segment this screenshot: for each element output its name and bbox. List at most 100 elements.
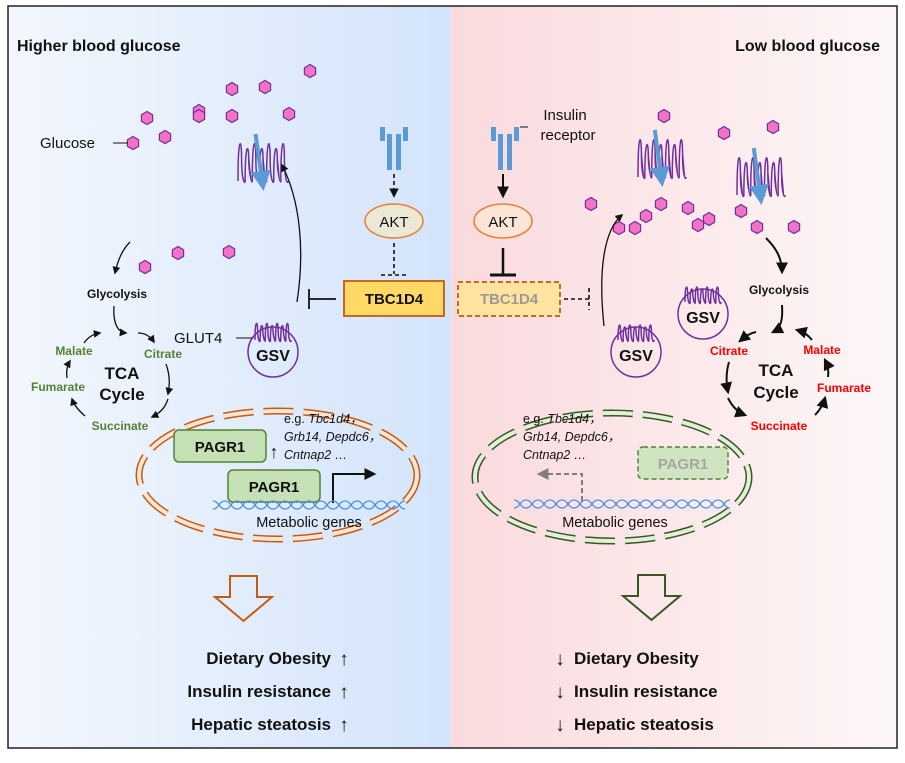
genes-line2-right: Grb14, Depdc6，: [523, 430, 620, 444]
glut4-label: GLUT4: [174, 330, 222, 347]
tca-arrow-fum-mal-left: [63, 359, 71, 379]
tbc1d4-label-right: TBC1D4: [480, 291, 539, 308]
outcome-right-1: Dietary Obesity: [574, 649, 699, 668]
outcome-left-2: Insulin resistance: [187, 682, 331, 701]
glucose-molecule-icon: [222, 244, 236, 260]
nucleus-membrane-right-inner: [473, 411, 751, 543]
tca-arrow-in-citrate-right: [738, 330, 757, 343]
glucose-molecule-icon: [225, 108, 239, 124]
akt-node-right: [473, 203, 533, 239]
gsv-translocation-arrow-right: [601, 213, 624, 327]
glucose-molecule-icon: [717, 125, 731, 141]
tca-arrow-citrate-succ-left: [165, 363, 174, 396]
tca-arrow-succ-fum-left: [70, 397, 86, 417]
up-arrow-icon: ↑: [339, 715, 349, 736]
tbc1d4-label-left: TBC1D4: [365, 291, 424, 308]
genes-line3-left: Cntnap2 …: [284, 448, 347, 462]
akt-node-left: [364, 203, 424, 239]
tca-arrow-cit-succ-right: [720, 361, 733, 395]
gsv-label-right-1: GSV: [619, 348, 653, 365]
dna-strand: [212, 500, 406, 510]
glucose-molecule-icon: [192, 108, 206, 124]
glut4-transporter-icon: [254, 322, 292, 343]
tca-label-line1-left: TCA: [105, 364, 140, 383]
insulin-receptor-label-line1: Insulin: [543, 107, 586, 124]
dna-label-left: Metabolic genes: [256, 515, 362, 531]
gsv-vesicle-right-1: [610, 326, 662, 378]
glycolysis-label-left: Glycolysis: [87, 287, 147, 301]
metabolite-succinate-left: Succinate: [92, 419, 149, 433]
glucose-molecule-icon: [787, 219, 801, 235]
glut4-transporters: [237, 129, 786, 343]
genes-line2-left: Grb14, Depdc6，: [284, 430, 381, 444]
gsv-translocation-arrow-left: [281, 163, 302, 303]
left-panel-title: Higher blood glucose: [17, 38, 181, 55]
gsv-label-left: GSV: [256, 348, 290, 365]
glucose-molecule-icon: [657, 108, 671, 124]
metabolite-fumarate-left: Fumarate: [31, 380, 85, 394]
tca-arrow-succ-left: [150, 398, 169, 418]
pagr1-label-left: PAGR1: [195, 439, 246, 456]
glucose-molecule-icon: [126, 135, 140, 151]
metabolite-malate-left: Malate: [55, 344, 93, 358]
glucose-to-glycolysis-arrow-right: [765, 237, 788, 275]
glycolysis-to-tca-arrow-left: [113, 305, 128, 337]
metabolite-malate-right: Malate: [803, 343, 841, 357]
dna-helix-left: [212, 500, 406, 510]
glucose-molecule-icon: [584, 196, 598, 212]
genes-line1-left: e.g. Tbc1d4，: [284, 412, 363, 426]
glucose-to-glycolysis-arrow-left: [112, 241, 131, 275]
gsv-vesicle-right-2: [677, 288, 729, 340]
glucose-molecule-icon: [681, 200, 695, 216]
dna-label-right: Metabolic genes: [562, 515, 668, 531]
right-panel-background: [451, 6, 897, 748]
pagr1-box-right: [637, 446, 729, 480]
glucose-molecule-icon: [140, 110, 154, 126]
glucose-molecule-icon: [639, 208, 653, 224]
tbc1d4-node-right: [457, 281, 561, 317]
insulin-receptor-icon-left: [380, 127, 408, 170]
glucose-molecule-icon: [734, 203, 748, 219]
glucose-molecule-icon: [282, 106, 296, 122]
insulin-receptor-icon-right: [491, 127, 519, 170]
glucose-influx-arrow-icon: [649, 129, 670, 187]
glucose-molecule-icon: [225, 81, 239, 97]
up-arrow-icon: ↑: [339, 649, 349, 670]
outcome-left-1: Dietary Obesity: [206, 649, 331, 668]
genes-line3-right: Cntnap2 …: [523, 448, 586, 462]
glucose-molecule-icon: [303, 63, 317, 79]
dna-strand: [212, 500, 406, 510]
gsv-vesicle-left: [247, 326, 299, 378]
tbc1d4-node-left: [343, 280, 445, 317]
glucose-molecule-icon: [750, 219, 764, 235]
glycolysis-label-right: Glycolysis: [749, 283, 809, 297]
metabolite-citrate-left: Citrate: [144, 347, 182, 361]
gsv-label-right-2: GSV: [686, 310, 720, 327]
outcomes-right: ↓ ↓ ↓ Dietary Obesity Insulin resistance…: [555, 649, 717, 736]
nucleus-membrane-left-inner: [137, 409, 419, 541]
glucose-molecule-icon: [654, 196, 668, 212]
pagr1-label-right: PAGR1: [658, 456, 709, 473]
glut4-transporter-icon: [736, 157, 786, 198]
dna-strand: [513, 499, 731, 509]
tca-label-line2-left: Cycle: [99, 385, 144, 404]
pagr1-up-arrow-icon: ↑: [270, 442, 279, 462]
glucose-molecule-icon: [691, 217, 705, 233]
metabolite-fumarate-right: Fumarate: [817, 381, 871, 395]
glucose-molecule-icon: [138, 259, 152, 275]
glucose-molecules: [126, 63, 801, 275]
tca-arrow-mal-in-right: [794, 326, 813, 341]
tca-arrow-succ-right: [727, 397, 748, 418]
glut4-transporter-icon: [637, 139, 687, 180]
transcription-arrow-left: [332, 468, 377, 503]
glucose-molecule-icon: [158, 129, 172, 145]
outcome-arrow-right: [620, 574, 683, 622]
down-arrow-icon: ↓: [555, 682, 565, 703]
outcomes-left: Dietary Obesity Insulin resistance Hepat…: [187, 649, 348, 736]
tca-arrow-mal-cit-left: [83, 330, 102, 344]
dna-strand: [513, 499, 731, 509]
pagr1-box-left: [173, 429, 267, 463]
insulin-receptor-label-line2: receptor: [540, 127, 595, 144]
